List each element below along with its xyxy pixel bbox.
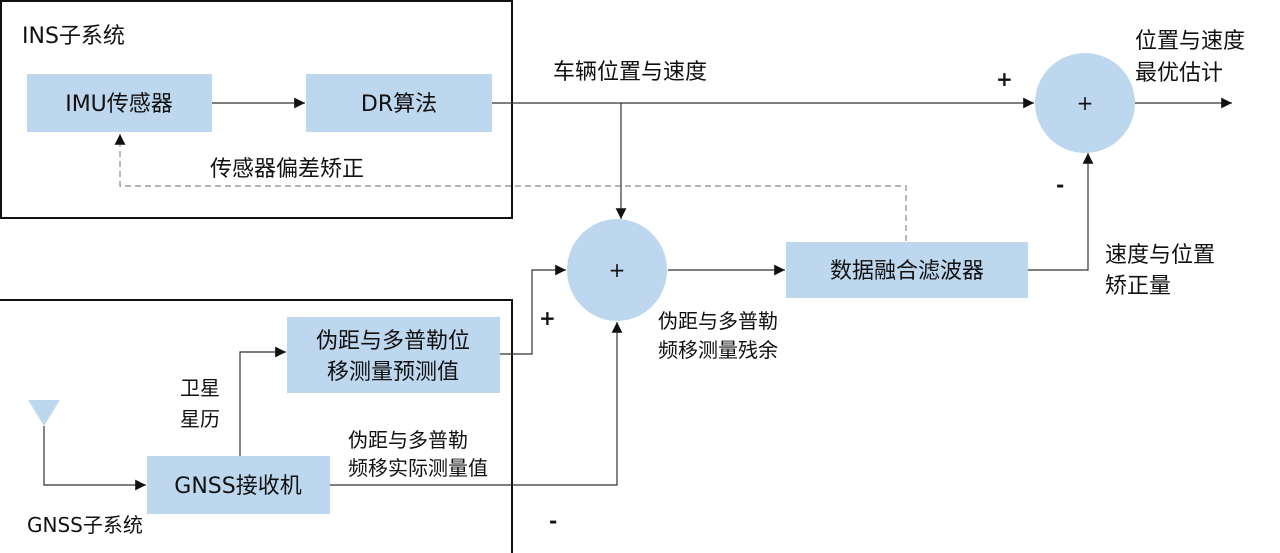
residual-label-line2: 频移测量残余 [658, 338, 778, 362]
data-fusion-filter-block: 数据融合滤波器 [786, 242, 1028, 298]
output-plus-sign: + [996, 67, 1013, 91]
output-sum-junction: + [1035, 53, 1135, 153]
gnss-receiver-label: GNSS接收机 [174, 474, 301, 499]
antenna-to-receiver-arrow [43, 426, 146, 491]
measured-to-sum-arrow [330, 322, 623, 486]
gnss-receiver-block: GNSS接收机 [147, 456, 330, 514]
ephemeris-label-line2: 星历 [180, 407, 220, 431]
optimal-estimate-label-line1: 位置与速度 [1135, 29, 1245, 54]
gnss-subsystem-title: GNSS子系统 [27, 513, 143, 537]
predicted-measurement-line1: 伪距与多普勒位 [316, 329, 470, 354]
sensor-bias-correction-label: 传感器偏差矫正 [210, 157, 364, 182]
measured-minus-sign: - [549, 509, 557, 533]
residual-label-line1: 伪距与多普勒 [658, 309, 778, 333]
output-sum-symbol: + [1077, 91, 1094, 115]
predicted-measurement-line2: 移测量预测值 [327, 360, 459, 385]
residual-sum-symbol: + [609, 258, 626, 282]
predicted-to-sum-arrow [500, 264, 566, 355]
predicted-measurement-block: 伪距与多普勒位 移测量预测值 [287, 317, 500, 393]
residual-sum-junction: + [567, 219, 667, 321]
dr-algorithm-label: DR算法 [361, 92, 437, 117]
ephemeris-arrow [239, 346, 286, 456]
vehicle-state-label: 车辆位置与速度 [553, 60, 707, 85]
ephemeris-label-line1: 卫星 [180, 376, 220, 400]
output-minus-sign: - [1056, 173, 1064, 197]
correction-label-line2: 矫正量 [1105, 274, 1171, 299]
antenna-icon [28, 400, 60, 426]
imu-sensor-block: IMU传感器 [27, 74, 212, 132]
ins-subsystem-title: INS子系统 [22, 24, 125, 49]
measured-label-line2: 频移实际测量值 [348, 456, 488, 480]
correction-label-line1: 速度与位置 [1105, 243, 1215, 268]
ins-subsystem-frame [0, 0, 513, 219]
imu-sensor-label: IMU传感器 [65, 92, 173, 117]
measured-label-line1: 伪距与多普勒 [348, 428, 468, 452]
dr-algorithm-block: DR算法 [306, 74, 492, 132]
data-fusion-filter-label: 数据融合滤波器 [830, 259, 984, 284]
predicted-plus-sign: + [539, 306, 556, 330]
gnss-subsystem-frame [0, 299, 513, 553]
correction-arrow [1028, 153, 1094, 271]
optimal-estimate-label-line2: 最优估计 [1135, 61, 1223, 86]
